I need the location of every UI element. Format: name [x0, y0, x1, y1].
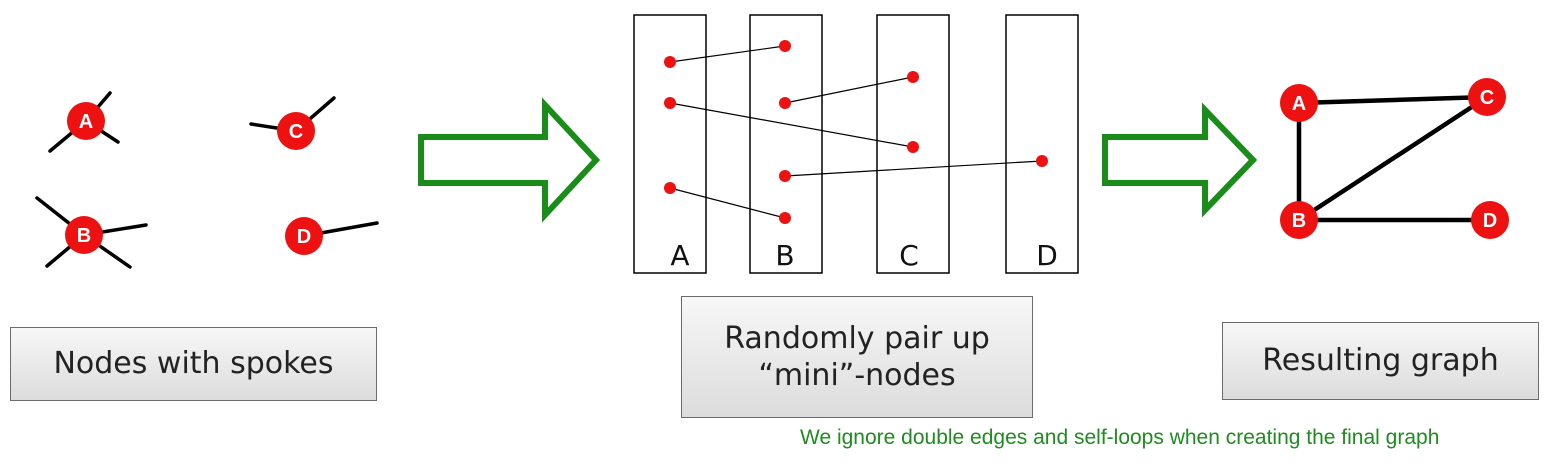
spoke-panel: A C B D — [35, 91, 379, 269]
caption-random-pairing: Randomly pair up “mini”-nodes — [681, 296, 1033, 418]
caption-resulting-graph: Resulting graph — [1222, 322, 1539, 400]
mini-node — [779, 170, 791, 182]
pairing-edge — [784, 160, 1043, 177]
spoke-node-b: B — [65, 216, 103, 254]
caption-text-line2: “mini”-nodes — [758, 358, 956, 393]
column-label-d: D — [1036, 239, 1058, 272]
footnote: We ignore double edges and self-loops wh… — [800, 426, 1440, 449]
caption-text: Resulting graph — [1262, 343, 1499, 379]
svg-text:C: C — [289, 121, 303, 143]
mini-node — [664, 56, 676, 68]
mini-node-panel: A B C D — [633, 14, 1079, 274]
result-graph: A C B D — [1280, 78, 1509, 239]
mini-node — [779, 212, 791, 224]
svg-text:B: B — [1292, 210, 1306, 232]
mini-node — [907, 71, 919, 83]
caption-text: Nodes with spokes — [53, 346, 334, 382]
column-label-b: B — [775, 239, 794, 272]
pairing-edge — [669, 102, 914, 148]
column-a — [633, 14, 707, 274]
graph-node-a: A — [1280, 84, 1318, 122]
pairing-edges — [669, 45, 1043, 219]
mini-node — [779, 40, 791, 52]
graph-edge-a-c — [1296, 94, 1490, 106]
mini-node — [664, 97, 676, 109]
graph-node-b: B — [1280, 201, 1318, 239]
pairing-edge — [784, 76, 914, 104]
caption-text-line1: Randomly pair up — [724, 320, 990, 356]
svg-text:C: C — [1480, 87, 1494, 109]
column-label-c: C — [899, 239, 919, 272]
svg-text:D: D — [1483, 210, 1497, 232]
svg-text:A: A — [1292, 93, 1306, 115]
column-b — [749, 14, 823, 274]
mini-node — [779, 97, 791, 109]
pairing-edge — [669, 187, 786, 219]
graph-node-d: D — [1471, 201, 1509, 239]
mini-node — [664, 182, 676, 194]
arrow-icon — [1102, 102, 1258, 218]
svg-text:A: A — [79, 111, 93, 133]
svg-text:D: D — [297, 226, 311, 248]
graph-edge-b-c — [1296, 94, 1490, 223]
column-label-a: A — [670, 239, 689, 272]
caption-nodes-with-spokes: Nodes with spokes — [10, 327, 377, 401]
mini-node — [907, 141, 919, 153]
pairing-edge — [669, 45, 786, 63]
mini-node — [1036, 155, 1048, 167]
spoke-node-a: A — [67, 102, 105, 140]
svg-text:B: B — [77, 225, 91, 247]
graph-node-c: C — [1468, 78, 1506, 116]
mini-nodes — [664, 40, 1048, 224]
arrow-icon — [418, 97, 601, 223]
spoke-node-d: D — [285, 217, 323, 255]
column-d — [1005, 14, 1079, 274]
spoke-node-c: C — [277, 112, 315, 150]
